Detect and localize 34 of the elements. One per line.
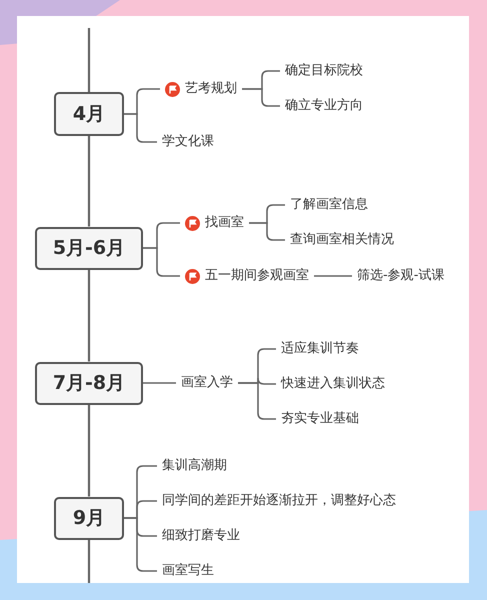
topic-text: 适应集训节奏 bbox=[276, 339, 364, 359]
topic-text: 画室入学 bbox=[176, 373, 238, 393]
timeline-line bbox=[88, 28, 90, 92]
topic-text: 查询画室相关情况 bbox=[285, 230, 399, 250]
topic-text: 夯实专业基础 bbox=[276, 409, 364, 429]
topic-text: 艺考规划 bbox=[185, 80, 237, 98]
topic-text: 同学间的差距开始逐渐拉开，调整好心态 bbox=[157, 491, 401, 511]
month-box: 7月-8月 bbox=[35, 362, 143, 404]
topic-text: 了解画室信息 bbox=[285, 195, 373, 215]
branch-line bbox=[249, 222, 285, 241]
topic-text: 细致打磨专业 bbox=[157, 526, 245, 546]
month-box: 9月 bbox=[54, 496, 124, 540]
topic-text: 集训高潮期 bbox=[157, 456, 232, 476]
timeline-line bbox=[88, 540, 90, 583]
topic-text: 画室写生 bbox=[157, 561, 219, 581]
topic-text: 学文化课 bbox=[157, 132, 219, 152]
timeline-line bbox=[88, 136, 90, 226]
topic-text: 筛选-参观-试课 bbox=[352, 266, 450, 286]
branch-line bbox=[242, 88, 280, 107]
topic-text: 五一期间参观画室 bbox=[205, 267, 309, 285]
timeline-line bbox=[88, 270, 90, 362]
branch-line bbox=[143, 247, 180, 277]
month-box: 4月 bbox=[54, 92, 124, 136]
branch-line bbox=[238, 382, 276, 420]
branch-line bbox=[143, 382, 176, 384]
topic-text: 找画室 bbox=[205, 214, 244, 232]
timeline-line bbox=[88, 404, 90, 496]
topic-text: 确定目标院校 bbox=[280, 61, 368, 81]
month-box: 5月-6月 bbox=[35, 226, 143, 270]
branch-line bbox=[124, 517, 157, 572]
topic-text: 确立专业方向 bbox=[280, 96, 368, 116]
topic-text: 快速进入集训状态 bbox=[276, 374, 390, 394]
branch-line bbox=[314, 275, 352, 277]
branch-line bbox=[124, 113, 157, 143]
